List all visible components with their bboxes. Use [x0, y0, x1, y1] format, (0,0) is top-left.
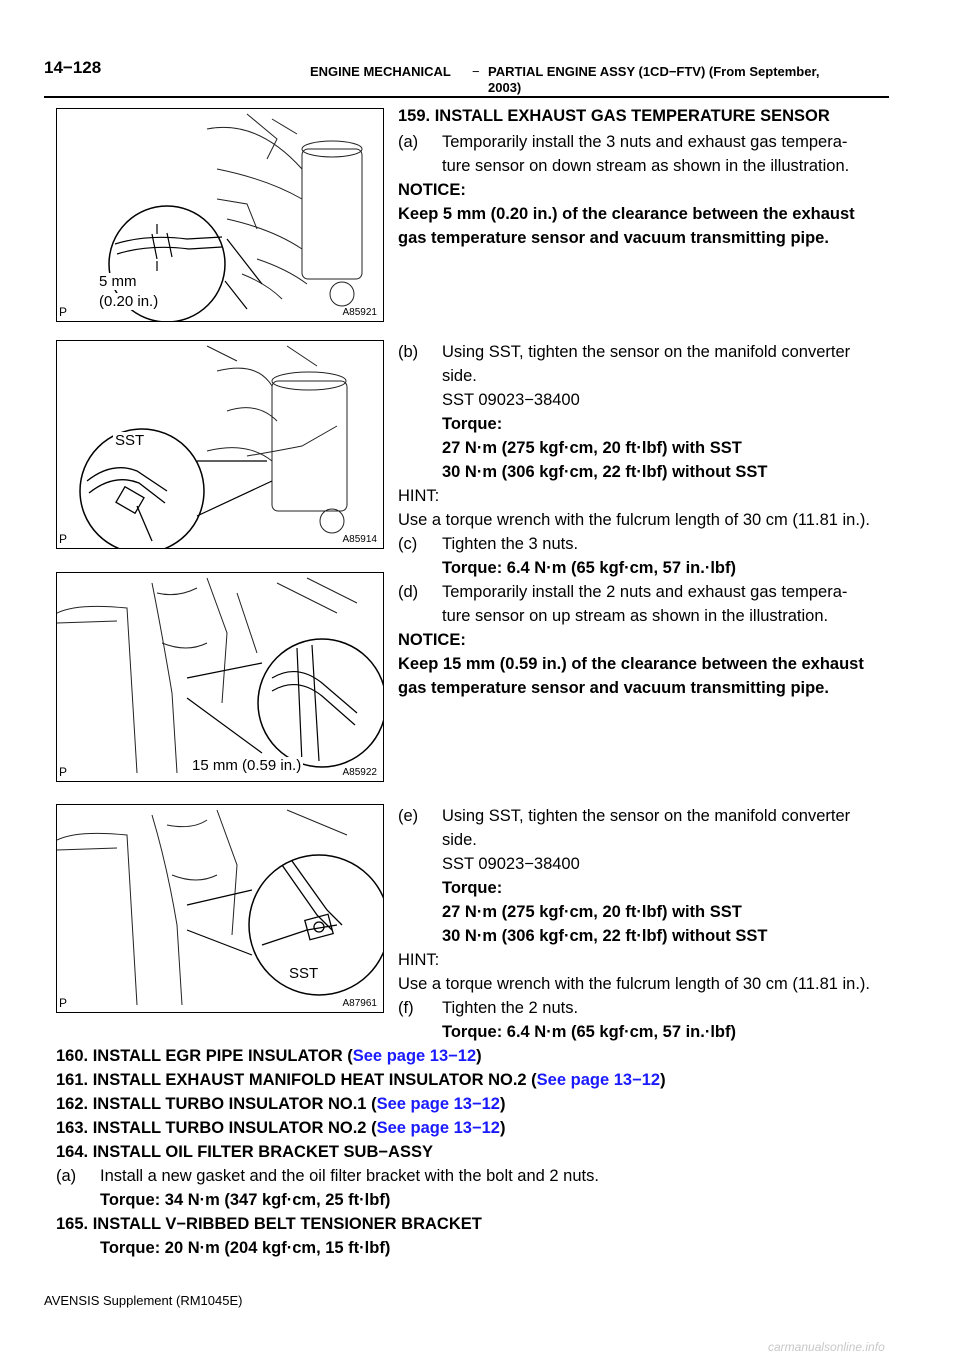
step-b-torque-title: Torque:: [442, 415, 503, 433]
step-163-tail: ): [499, 1119, 506, 1137]
step-e-marker: (e): [398, 807, 419, 825]
hint-2-title: HINT:: [398, 951, 440, 969]
step-160: 160. INSTALL EGR PIPE INSULATOR (See pag…: [56, 1044, 482, 1068]
step-163-text: 163. INSTALL TURBO INSULATOR NO.2 (: [56, 1119, 377, 1137]
step-a-line2: ture sensor on down stream as shown in t…: [442, 157, 850, 175]
figure-code: A85921: [342, 307, 377, 318]
figure-label-020in: (0.20 in.): [97, 293, 161, 310]
step-164-torque: Torque: 34 N·m (347 kgf·cm, 25 ft·lbf): [100, 1191, 391, 1209]
hint-1-title: HINT:: [398, 487, 440, 505]
chapter-title-line1: PARTIAL ENGINE ASSY (1CD−FTV) (From Sept…: [488, 64, 820, 79]
see-page-link[interactable]: See page 13−12: [536, 1071, 661, 1089]
hint-2-text: Use a torque wrench with the fulcrum len…: [398, 975, 871, 993]
see-page-link[interactable]: See page 13−12: [376, 1119, 500, 1137]
figure-p-mark: P: [59, 532, 68, 546]
figure-a85921: 5 mm (0.20 in.) P A85921: [56, 108, 384, 322]
notice-2-line1: Keep 15 mm (0.59 in.) of the clearance b…: [398, 655, 864, 673]
notice-1-line1: Keep 5 mm (0.20 in.) of the clearance be…: [398, 205, 855, 223]
step-d-marker: (d): [398, 583, 419, 601]
figure-code: A85914: [342, 534, 377, 545]
figure-a85922: 15 mm (0.59 in.) P A85922: [56, 572, 384, 782]
step-d-line2: ture sensor on up stream as shown in the…: [442, 607, 829, 625]
figure-a87961: SST P A87961: [56, 804, 384, 1013]
hint-1-text: Use a torque wrench with the fulcrum len…: [398, 511, 871, 529]
figure-p-mark: P: [59, 305, 68, 319]
step-e-sst: SST 09023−38400: [442, 855, 580, 873]
step-c-torque: Torque: 6.4 N·m (65 kgf·cm, 57 in.·lbf): [442, 559, 736, 577]
figure-label-sst: SST: [113, 432, 147, 449]
step-163: 163. INSTALL TURBO INSULATOR NO.2 (See p…: [56, 1116, 505, 1140]
header-rule: [44, 96, 889, 98]
step-c-marker: (c): [398, 535, 418, 553]
step-165-title: 165. INSTALL V−RIBBED BELT TENSIONER BRA…: [56, 1215, 482, 1233]
illustration-sst-upstream: [57, 809, 383, 1006]
step-d-line1: Temporarily install the 2 nuts and exhau…: [442, 583, 848, 601]
step-161-tail: ): [660, 1071, 666, 1089]
step-b-line2: side.: [442, 367, 477, 385]
step-164-a-text: Install a new gasket and the oil filter …: [100, 1167, 599, 1185]
step-161-text: 161. INSTALL EXHAUST MANIFOLD HEAT INSUL…: [56, 1071, 537, 1089]
illustration-downstream-sensor: [108, 113, 363, 321]
step-e-line2: side.: [442, 831, 477, 849]
figure-p-mark: P: [59, 765, 68, 779]
step-e-line1: Using SST, tighten the sensor on the man…: [442, 807, 851, 825]
figure-code: A85922: [342, 767, 377, 778]
step-b-torque2: 30 N·m (306 kgf·cm, 22 ft·lbf) without S…: [442, 463, 768, 481]
notice-2-title: NOTICE:: [398, 631, 466, 649]
step-e-torque2: 30 N·m (306 kgf·cm, 22 ft·lbf) without S…: [442, 927, 768, 945]
step-160-text: 160. INSTALL EGR PIPE INSULATOR (: [56, 1047, 353, 1065]
step-f-marker: (f): [398, 999, 414, 1017]
step-f-line1: Tighten the 2 nuts.: [442, 999, 579, 1017]
notice-2-line2: gas temperature sensor and vacuum transm…: [398, 679, 829, 697]
figure-p-mark: P: [59, 996, 68, 1010]
see-page-link[interactable]: See page 13−12: [352, 1047, 477, 1065]
page-number: 14−128: [44, 58, 102, 77]
step-f-torque: Torque: 6.4 N·m (65 kgf·cm, 57 in.·lbf): [442, 1023, 736, 1041]
notice-1-title: NOTICE:: [398, 181, 466, 199]
section-title: ENGINE MECHANICAL: [310, 64, 451, 79]
step-a-marker: (a): [398, 133, 419, 151]
figure-a85914: SST P A85914: [56, 340, 384, 549]
step-162-tail: ): [499, 1095, 506, 1113]
chapter-title-line2: 2003): [488, 80, 522, 95]
step-160-tail: ): [476, 1047, 482, 1065]
step-162: 162. INSTALL TURBO INSULATOR NO.1 (See p…: [56, 1092, 505, 1116]
step-a-line1: Temporarily install the 3 nuts and exhau…: [442, 133, 848, 151]
step-b-line1: Using SST, tighten the sensor on the man…: [442, 343, 851, 361]
figure-label-15mm: 15 mm (0.59 in.): [190, 757, 304, 774]
step-e-torque1: 27 N·m (275 kgf·cm, 20 ft·lbf) with SST: [442, 903, 742, 921]
see-page-link[interactable]: See page 13−12: [376, 1095, 500, 1113]
step-b-marker: (b): [398, 343, 419, 361]
step-165-torque: Torque: 20 N·m (204 kgf·cm, 15 ft·lbf): [100, 1239, 391, 1257]
header-separator: −: [472, 64, 480, 79]
step-b-torque1: 27 N·m (275 kgf·cm, 20 ft·lbf) with SST: [442, 439, 742, 457]
step-e-torque-title: Torque:: [442, 879, 503, 897]
step-164-a-marker: (a): [56, 1167, 77, 1185]
figure-label-5mm: 5 mm: [97, 273, 139, 290]
illustration-upstream-sensor: [57, 577, 383, 774]
step-159-title: 159. INSTALL EXHAUST GAS TEMPERATURE SEN…: [398, 107, 830, 125]
step-164-title: 164. INSTALL OIL FILTER BRACKET SUB−ASSY: [56, 1143, 433, 1161]
chapter-title: PARTIAL ENGINE ASSY (1CD−FTV) (From Sept…: [488, 64, 848, 96]
step-c-line1: Tighten the 3 nuts.: [442, 535, 579, 553]
step-b-sst: SST 09023−38400: [442, 391, 580, 409]
illustration-sst-manifold-side: [79, 345, 348, 548]
watermark: carmanualsonline.info: [768, 1340, 885, 1354]
step-161: 161. INSTALL EXHAUST MANIFOLD HEAT INSUL…: [56, 1068, 666, 1092]
notice-1-line2: gas temperature sensor and vacuum transm…: [398, 229, 829, 247]
figure-label-sst: SST: [287, 965, 321, 982]
step-162-text: 162. INSTALL TURBO INSULATOR NO.1 (: [56, 1095, 377, 1113]
footer-text: AVENSIS Supplement (RM1045E): [44, 1293, 243, 1308]
figure-code: A87961: [342, 998, 377, 1009]
